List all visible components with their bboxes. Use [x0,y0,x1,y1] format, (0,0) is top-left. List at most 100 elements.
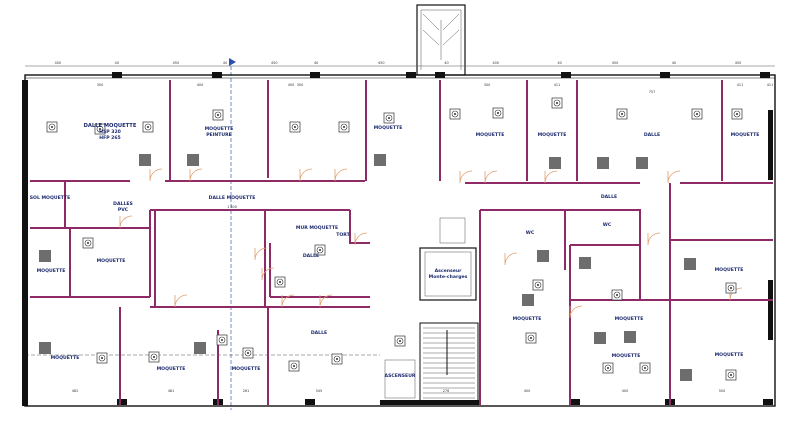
door-swing [667,170,681,184]
dimension-label: 276 [443,389,449,393]
ceiling-diffuser-icon [212,109,224,121]
room-label: MOQUETTE [538,132,567,138]
dimension-label: 400 [55,61,61,65]
dimension-label: 40 [115,61,119,65]
room-label: MOQUETTE [205,126,234,132]
door-swing [569,305,583,319]
room-label: WC [526,230,535,236]
light-panel-icon [522,294,534,306]
room-label: MUR MOQUETTE [296,225,338,231]
ceiling-diffuser-icon [383,112,395,124]
dimension-label: 450 [612,61,618,65]
room-label: TORT [336,232,350,238]
door-swing [484,170,498,184]
ceiling-diffuser-icon [289,121,301,133]
room-label: DALLE [601,194,617,200]
door-swing [119,215,133,229]
pillar [112,72,122,78]
dimension-label: 500 [719,389,725,393]
doors [119,168,743,319]
dimension-label: 1 300 [227,205,237,209]
ceiling-diffuser-icon [82,237,94,249]
door-swing [354,232,368,246]
ceiling-diffuser-icon [532,279,544,291]
pillar [660,72,670,78]
room-label: MOQUETTE [51,355,80,361]
ceiling-diffuser-icon [96,352,108,364]
room-labels: DALLE MOQUETTE HSP 320 HFP 265 MOQUETTE … [30,123,760,379]
ceiling-diffuser-icon [492,107,504,119]
room-label: MOQUETTE [374,125,403,131]
dimension-label: 450 [735,61,741,65]
dimension-label: 757 [649,90,655,94]
axis-arrow-icon [229,58,236,66]
ceiling-diffuser-icon [242,347,254,359]
pillar [561,72,571,78]
room-label: Monte-charges [429,274,468,280]
ceiling-diffuser-icon [725,369,737,381]
door-swing [647,232,661,246]
dimension-label: 261 [243,389,249,393]
light-panel-icon [537,250,549,262]
ceiling-diffuser-icon [142,121,154,133]
dimension-label: 545 [316,389,322,393]
ceiling-diffuser-icon [394,335,406,347]
door-swing [281,294,295,308]
light-panel-icon [549,157,561,169]
ceiling-diffuser-icon [274,276,286,288]
room-label: DALLE MOQUETTE [84,123,137,129]
room-label: MOQUETTE [715,352,744,358]
room-label: MOQUETTE [615,316,644,322]
ceiling-diffuser-icon [616,108,628,120]
ceiling-diffuser-icon [216,334,228,346]
room-label: SOL MOQUETTE [30,195,71,201]
room-label: MOQUETTE [476,132,505,138]
door-swing [544,170,558,184]
ceiling-fixtures [39,97,743,381]
pillar [435,72,445,78]
light-panel-icon [624,331,636,343]
room-label: MOQUETTE [97,258,126,264]
light-panel-icon [374,154,386,166]
room-label: DALLE [303,253,319,259]
ceiling-diffuser-icon [639,362,651,374]
room-label: MOQUETTE [513,316,542,322]
room-label: MOQUETTE [731,132,760,138]
room-label: MOQUETTE [612,353,641,359]
dimension-label: 411 [767,83,773,87]
axis-marker [25,58,380,410]
door-swing [504,252,518,266]
dimension-label: 40 [444,61,448,65]
dimension-label: 400 [524,389,530,393]
dimension-label: 400 [197,83,203,87]
ceiling-diffuser-icon [525,332,537,344]
dimension-label: 400 [492,61,498,65]
room-label: DALLES [113,201,133,207]
pillar [117,399,127,405]
room-label: MOQUETTE [37,268,66,274]
ceiling-diffuser-icon [731,108,743,120]
dimension-label: 300 [484,83,490,87]
pillar [310,72,320,78]
room-label: HSP 320 [99,129,121,135]
room-label: WC [603,222,612,228]
ceiling-diffuser-icon [314,244,326,256]
dimension-label: 40 [314,61,318,65]
room-label: PEINTURE [206,132,232,138]
door-swing [459,170,473,184]
room-label: Ascenseur [435,268,463,274]
ceiling-diffuser-icon [725,282,737,294]
dimension-label: 400 [288,83,294,87]
ceiling-diffuser-icon [602,362,614,374]
dimension-label: 450 [173,61,179,65]
ceiling-diffuser-icon [46,121,58,133]
room-label: MOQUETTE [232,366,261,372]
room-label: MOQUETTE [157,366,186,372]
light-panel-icon [39,250,51,262]
ceiling-diffuser-icon [288,360,300,372]
light-panel-icon [594,332,606,344]
door-swing [254,247,268,261]
dimension-label: 40 [223,61,227,65]
light-panel-icon [636,157,648,169]
